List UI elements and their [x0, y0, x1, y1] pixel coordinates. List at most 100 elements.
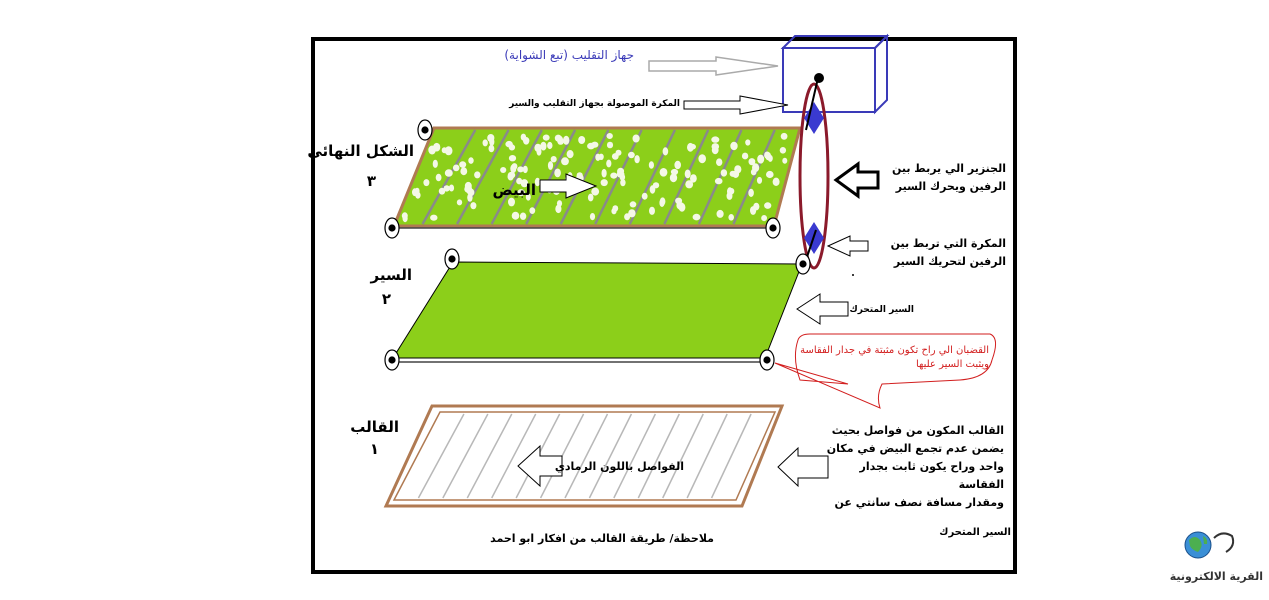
rods-label-line1: القضبان الي راح تكون مثبتة في جدار الفقا…: [800, 345, 989, 356]
egg: [555, 204, 562, 214]
egg: [692, 213, 701, 221]
egg: [444, 146, 453, 156]
egg: [685, 180, 694, 189]
egg: [601, 168, 607, 178]
egg: [624, 213, 631, 221]
egg: [629, 201, 637, 208]
egg: [470, 202, 477, 210]
mold-separator: [710, 413, 752, 499]
egg: [728, 188, 735, 195]
rods-label-line2: ويثبت السير عليها: [915, 359, 989, 370]
mold-desc-line5: ومقدار مسافة نصف سانتي عن: [834, 496, 1004, 509]
tray-separator: [455, 129, 510, 225]
egg: [600, 179, 608, 187]
separators-label: الفواصل باللون الرمادي: [554, 460, 684, 473]
mold-title: القالب: [350, 418, 399, 436]
egg: [554, 134, 562, 142]
egg: [753, 202, 760, 211]
egg: [550, 156, 557, 163]
pulley-connected-label: المكرة الموصولة بجهاز التقليب والسير: [509, 99, 680, 109]
egg: [517, 189, 525, 197]
egg: [566, 150, 574, 159]
egg: [452, 164, 460, 172]
pulley-link-label: المكرة التي تربط بين الرفين لتحريك السير: [891, 235, 1006, 271]
egg: [675, 197, 683, 204]
mold-separator: [491, 413, 537, 499]
chain-label: الجنزير الي يربط بين الرفين ويحرك السير: [892, 160, 1006, 196]
egg: [589, 213, 596, 221]
globe-logo-icon: [1184, 531, 1235, 559]
egg: [684, 169, 691, 179]
egg: [632, 134, 640, 143]
egg: [534, 177, 541, 187]
egg: [520, 179, 529, 188]
mold-separator: [442, 413, 489, 499]
chain-arrow: [833, 161, 880, 199]
tray-separator: [559, 129, 610, 225]
egg: [443, 185, 450, 192]
egg: [561, 157, 569, 166]
mold-tray: [383, 404, 785, 508]
tray-separator: [421, 129, 477, 225]
egg: [464, 185, 473, 193]
mold-separator: [637, 413, 680, 499]
tray-separator: [490, 129, 543, 225]
final-tray-pulleys: [384, 119, 781, 239]
mold-separator: [417, 413, 465, 499]
egg: [728, 214, 734, 221]
egg: [761, 215, 767, 222]
mold-arrow: [777, 446, 829, 488]
egg: [674, 160, 681, 170]
egg: [634, 155, 640, 164]
egg: [459, 161, 467, 168]
eggs-arrow: [539, 173, 598, 199]
egg: [628, 209, 636, 218]
egg: [529, 207, 536, 215]
egg: [711, 146, 719, 155]
egg: [669, 173, 678, 183]
egg: [677, 202, 685, 211]
egg: [716, 209, 724, 218]
mold-desc-line2: يضمن عدم تجمع البيض في مكان: [826, 442, 1004, 455]
turner-device-label: جهاز التقليب (تبع الشواية): [504, 48, 634, 62]
egg: [741, 152, 749, 160]
egg: [507, 171, 516, 179]
egg: [511, 163, 518, 170]
belt-pulleys: [384, 248, 811, 371]
egg: [508, 155, 517, 162]
egg: [460, 167, 468, 176]
egg: [519, 212, 527, 220]
mold-separator: [588, 413, 633, 499]
egg: [547, 141, 553, 150]
egg: [467, 193, 473, 202]
mold-separator: [466, 413, 513, 499]
mold-separator: [686, 413, 728, 499]
rods-label: القضبان الي راح تكون مثبتة في جدار الفقا…: [800, 344, 989, 372]
egg: [438, 187, 446, 195]
pulley-arrow-top: [683, 95, 789, 115]
egg: [610, 172, 618, 179]
moving-belt-bottom-label: السير المتحرك: [939, 527, 1011, 538]
final-tray: [391, 126, 802, 229]
egg: [433, 142, 441, 152]
egg: [764, 151, 771, 159]
egg: [757, 154, 765, 164]
egg: [430, 214, 438, 221]
egg: [734, 165, 742, 174]
egg: [649, 185, 656, 194]
egg: [690, 174, 697, 183]
egg: [748, 188, 754, 197]
egg: [554, 168, 561, 178]
egg: [779, 147, 787, 154]
belt-title: السير: [370, 266, 413, 284]
separators-arrow: [517, 444, 563, 488]
egg: [756, 176, 763, 184]
egg: [729, 170, 736, 177]
turner-arrow: [648, 56, 779, 76]
mold-description: القالب المكون من فواصل بحيث يضمن عدم تجم…: [827, 422, 1004, 512]
egg: [591, 141, 599, 148]
egg: [489, 138, 495, 146]
egg: [540, 141, 547, 151]
turner-device-box: [780, 33, 890, 115]
mold-desc-line4: الفقاسة: [958, 478, 1004, 491]
